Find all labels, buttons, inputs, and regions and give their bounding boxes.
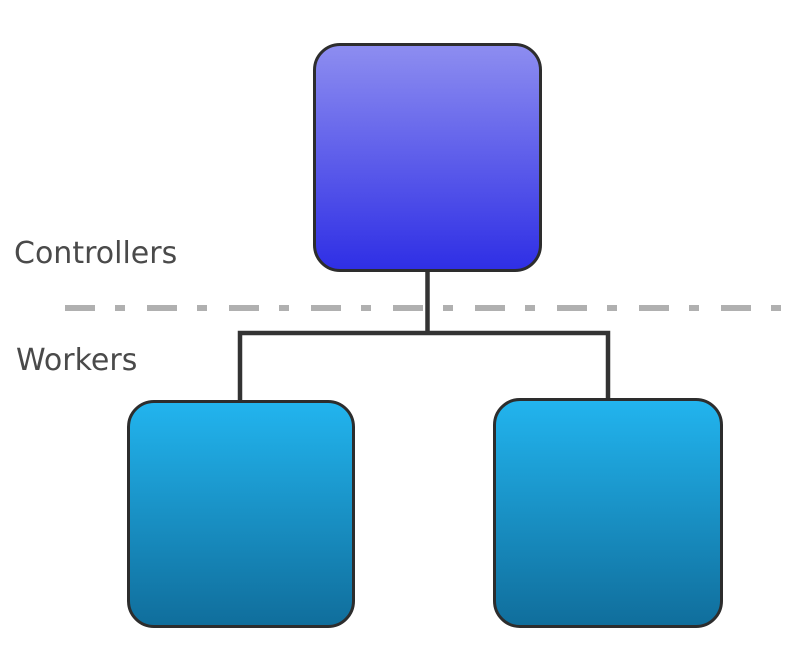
controllers-section-label: Controllers (14, 236, 178, 271)
workers-section-label: Workers (16, 343, 138, 378)
worker-node-2 (493, 398, 723, 628)
controller-node (313, 43, 542, 272)
worker-branch-connector (237, 330, 611, 402)
worker-node-1 (127, 400, 355, 628)
